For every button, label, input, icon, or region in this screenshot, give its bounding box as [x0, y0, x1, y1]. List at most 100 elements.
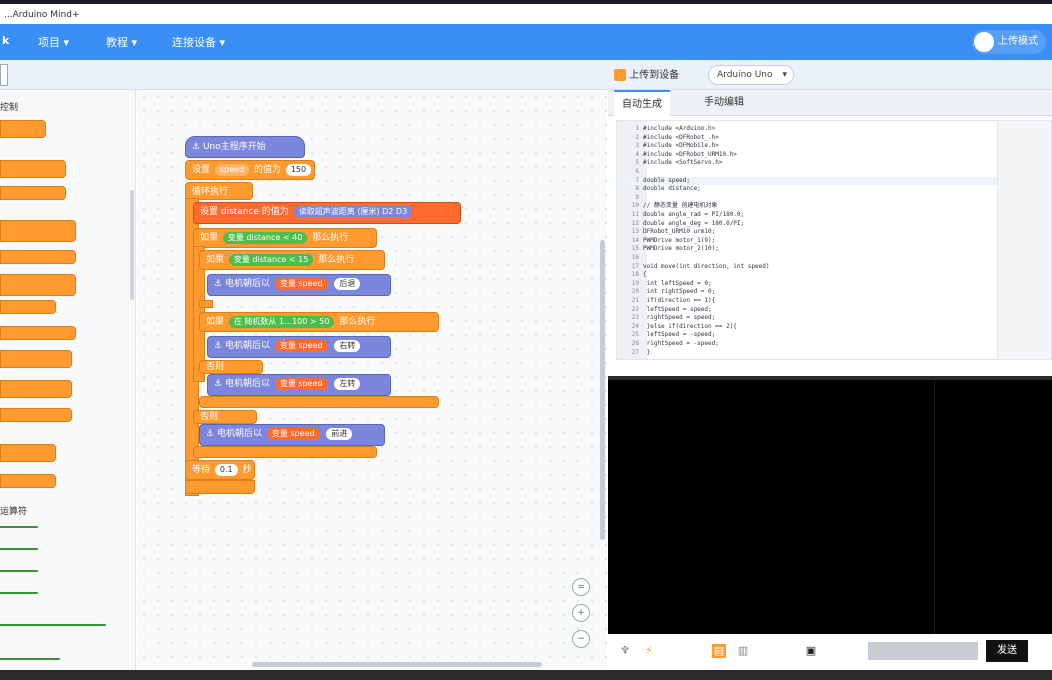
palette-block[interactable]: [0, 160, 66, 178]
palette-block[interactable]: [0, 408, 72, 422]
code-line[interactable]: 18{: [617, 271, 997, 279]
search-input[interactable]: [0, 64, 8, 86]
code-minimap[interactable]: [997, 121, 1051, 359]
palette-block[interactable]: [0, 526, 38, 528]
block-workspace[interactable]: ⚓ Uno主程序开始 设置 speed 的值为 150 循环执行 设置 dist…: [137, 90, 607, 670]
code-line[interactable]: 5#include <SoftServo.h>: [617, 159, 997, 167]
code-editor[interactable]: 1#include <Arduino.h>2#include <DFRobot_…: [616, 120, 1052, 360]
palette-block[interactable]: [0, 186, 66, 200]
line-number: 11: [631, 211, 639, 218]
code-line[interactable]: 25 leftSpeed = -speed;: [617, 331, 997, 339]
palette-block[interactable]: [0, 548, 38, 550]
save-icon[interactable]: ▤: [712, 644, 726, 658]
palette-block[interactable]: [0, 326, 76, 340]
code-line[interactable]: 16: [617, 254, 997, 262]
code-line[interactable]: 27 }: [617, 349, 997, 357]
upload-label: 上传到设备: [629, 70, 680, 81]
if-random-block[interactable]: 如果 在 随机数从 1…100 > 50 那么执行: [199, 312, 439, 332]
condition-random-gt-50[interactable]: 在 随机数从 1…100 > 50: [228, 316, 335, 328]
workspace-horizontal-scrollbar[interactable]: [252, 662, 542, 667]
zoom-reset-icon[interactable]: =: [572, 578, 590, 596]
code-text: double angle_deg = 180.0/PI;: [643, 219, 745, 227]
palette-block[interactable]: [0, 120, 46, 138]
wait-block[interactable]: 等待 0.1 秒: [185, 460, 255, 480]
palette-category-control[interactable]: 控制: [0, 103, 19, 113]
menu-tutorial[interactable]: 教程 ▾: [106, 36, 138, 49]
palette-category-operators[interactable]: 运算符: [0, 507, 28, 517]
motor-left-block[interactable]: ⚓ 电机朝后以 变量 speed 左转: [207, 374, 391, 396]
palette-block[interactable]: [0, 444, 56, 462]
code-text: PWMDrive motor_2(10);: [643, 245, 719, 253]
menu-project[interactable]: 项目 ▾: [38, 36, 70, 49]
code-line[interactable]: 20 int rightSpeed = 0;: [617, 288, 997, 296]
palette-block[interactable]: [0, 570, 38, 572]
zoom-out-icon[interactable]: −: [572, 630, 590, 648]
code-line[interactable]: 21 if(direction == 1){: [617, 297, 997, 305]
microphone-icon[interactable]: ♆: [620, 644, 630, 657]
zoom-in-icon[interactable]: +: [572, 604, 590, 622]
plug-icon[interactable]: ⚡: [645, 644, 653, 657]
motor-right-block[interactable]: ⚓ 电机朝后以 变量 speed 右转: [207, 336, 391, 358]
ultrasonic-reporter[interactable]: 读取超声波距离 (厘米) D2 D3: [293, 206, 413, 218]
palette-block[interactable]: [0, 474, 56, 488]
motor-forward-block[interactable]: ⚓ 电机朝后以 变量 speed 前进: [199, 424, 385, 446]
clear-icon[interactable]: ▥: [737, 644, 749, 657]
set-speed-block[interactable]: 设置 speed 的值为 150: [185, 160, 315, 180]
code-line[interactable]: 9: [617, 194, 997, 202]
main-program-hat-block[interactable]: ⚓ Uno主程序开始: [185, 136, 305, 158]
window-title: ...Arduino Mind+: [4, 10, 80, 20]
palette-block[interactable]: [0, 300, 56, 314]
condition-distance-lt-15[interactable]: 变量 distance < 15: [228, 254, 314, 266]
palette-block[interactable]: [0, 220, 76, 242]
palette-block[interactable]: [0, 380, 72, 398]
palette-block[interactable]: [0, 250, 76, 264]
line-number: 7: [635, 176, 639, 184]
code-line[interactable]: 19 int leftSpeed = 0;: [617, 280, 997, 288]
tab-auto-generate[interactable]: 自动生成: [614, 90, 670, 116]
palette-block[interactable]: [0, 592, 38, 594]
set-distance-block[interactable]: 设置 distance 的值为 读取超声波距离 (厘米) D2 D3: [193, 202, 461, 224]
serial-send-input[interactable]: [868, 642, 978, 660]
menu-connect-device[interactable]: 连接设备 ▾: [172, 36, 226, 49]
else-label: 否则: [199, 360, 263, 374]
right-panel: 自动生成 手动编辑 1#include <Arduino.h>2#include…: [608, 90, 1052, 670]
code-line[interactable]: 4#include <DFRobot_URM10.h>: [617, 151, 997, 159]
code-line[interactable]: 22 leftSpeed = speed;: [617, 306, 997, 314]
send-button[interactable]: 发送: [986, 640, 1028, 662]
palette-scrollbar[interactable]: [130, 190, 134, 300]
code-line[interactable]: 23 rightSpeed = speed;: [617, 314, 997, 322]
screen-icon[interactable]: ▣: [805, 644, 817, 657]
code-line[interactable]: 1#include <Arduino.h>: [617, 125, 997, 133]
line-number: 16: [631, 254, 639, 261]
code-line[interactable]: 24 }else if(direction == 2){: [617, 323, 997, 331]
upload-to-device-button[interactable]: 上传到设备: [614, 66, 679, 81]
palette-block[interactable]: [0, 350, 72, 368]
code-line[interactable]: 10// 静态变量 创建电机对象: [617, 202, 997, 210]
board-select[interactable]: Arduino Uno ▾: [708, 65, 794, 85]
palette-block[interactable]: [0, 274, 76, 296]
forever-loop-block[interactable]: 循环执行: [185, 182, 253, 200]
if-distance-block[interactable]: 如果 变量 distance < 40 那么执行: [193, 228, 377, 248]
if-distance-inner-block[interactable]: 如果 变量 distance < 15 那么执行: [199, 250, 385, 270]
tab-manual-edit[interactable]: 手动编辑: [704, 97, 744, 108]
code-line[interactable]: 3#include <DFMobile.h>: [617, 142, 997, 150]
palette-block[interactable]: [0, 624, 106, 626]
mode-switch-button[interactable]: 上传模式: [972, 30, 1046, 54]
motor-back-block[interactable]: ⚓ 电机朝后以 变量 speed 后退: [207, 274, 391, 296]
palette-block[interactable]: [0, 658, 60, 660]
uno-icon: ⚓: [214, 279, 225, 289]
workspace-vertical-scrollbar[interactable]: [600, 240, 605, 540]
code-line[interactable]: 26 rightSpeed = -speed;: [617, 340, 997, 348]
serial-console[interactable]: [608, 376, 1052, 634]
code-line[interactable]: 6: [617, 168, 997, 176]
condition-distance-lt-40[interactable]: 变量 distance < 40: [222, 232, 308, 244]
code-line[interactable]: 2#include <DFRobot_.h>: [617, 134, 997, 142]
